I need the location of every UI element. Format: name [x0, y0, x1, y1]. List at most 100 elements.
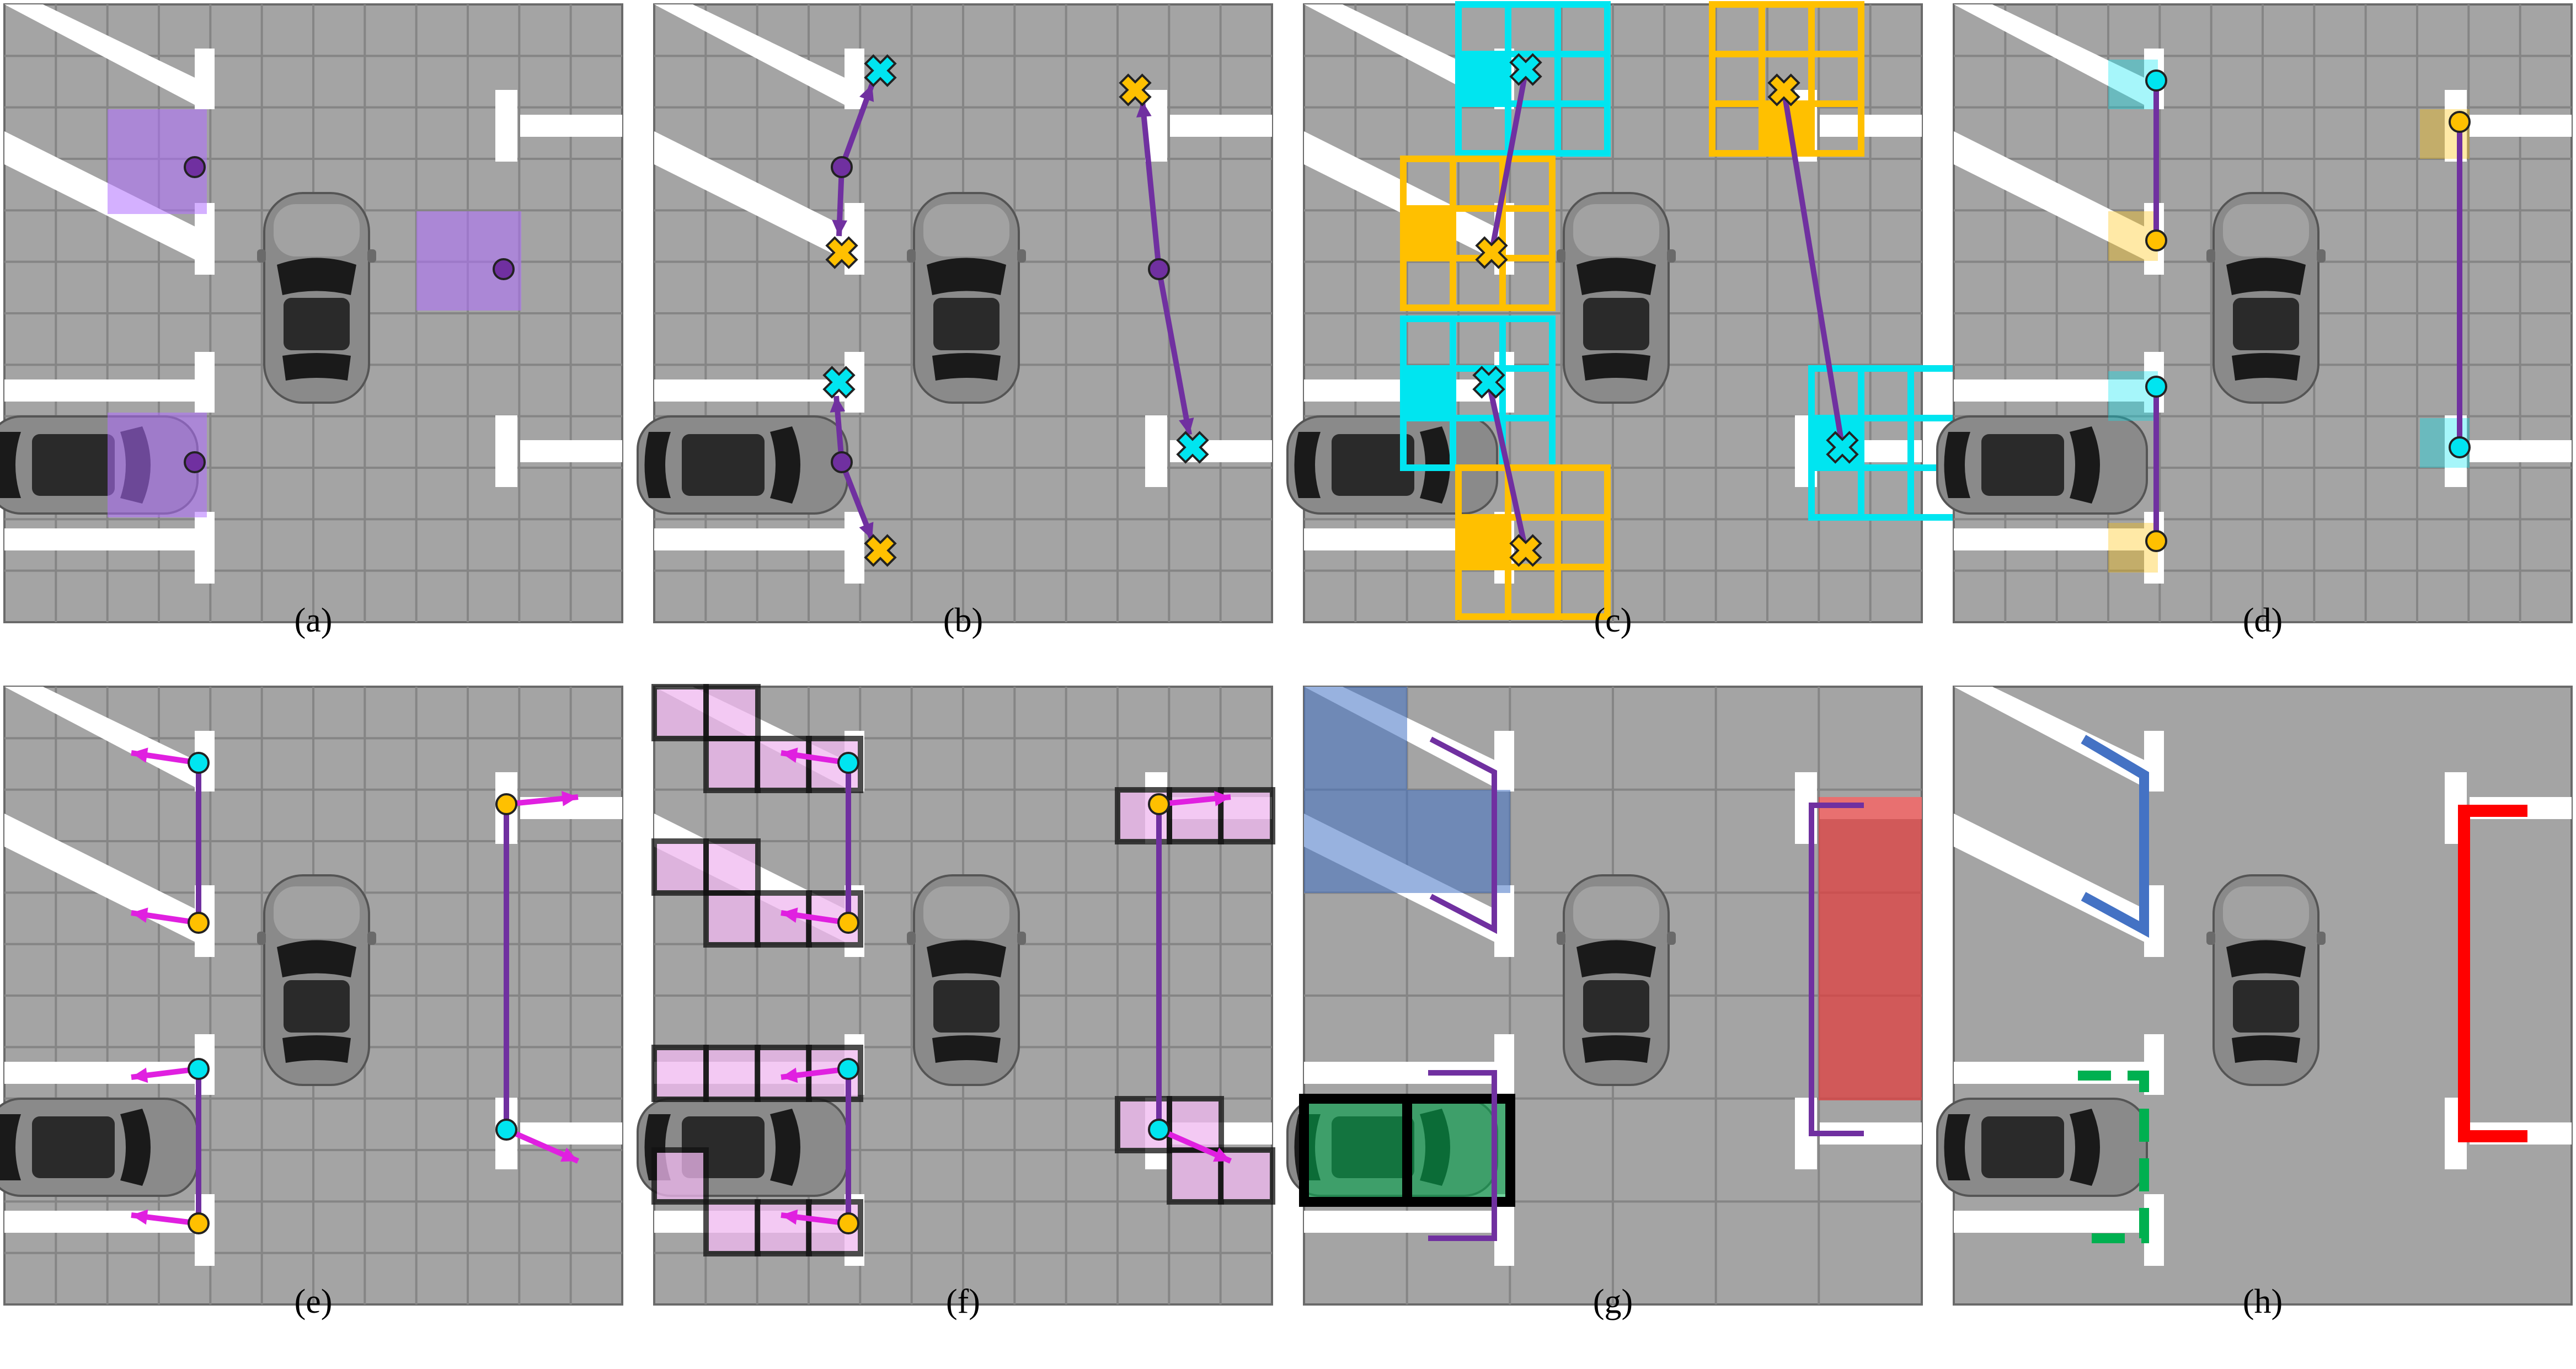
center-car	[2205, 192, 2327, 404]
offset-vector-head	[832, 220, 848, 236]
entry-point-marker	[1509, 534, 1542, 567]
parking-markings	[4, 4, 622, 584]
slot-region-blue	[1304, 687, 1407, 893]
offset-vector-head	[830, 396, 846, 413]
peak-cell	[1458, 54, 1508, 104]
center-point	[831, 156, 853, 178]
heatmap-window	[1709, 1, 1864, 157]
attention-cell	[755, 1199, 812, 1256]
heatmap-window	[1455, 1, 1611, 157]
parked-car	[0, 1098, 199, 1197]
slot-region-red	[1819, 797, 1922, 1100]
center-car	[2205, 874, 2327, 1086]
entry-point	[837, 1212, 859, 1234]
detected-slot-red	[2458, 805, 2527, 1142]
direction-arrow-head	[560, 1147, 578, 1162]
attention-cell	[703, 890, 761, 948]
attention-cell	[755, 736, 812, 793]
direction-arrow-head	[131, 1209, 148, 1225]
attention-cell	[1167, 1147, 1224, 1205]
entry-point-marker	[1176, 431, 1209, 464]
entry-point	[2145, 376, 2167, 398]
heatmap-window	[1455, 464, 1611, 620]
entry-point	[1148, 1119, 1170, 1141]
center-car	[1556, 874, 1677, 1086]
entry-point-marker	[1119, 73, 1152, 106]
panel-h	[1936, 686, 2573, 1306]
entry-point-marker	[864, 534, 897, 567]
entry-point	[837, 1058, 859, 1080]
panel-c	[1286, 1, 1964, 623]
panel-d	[1936, 3, 2573, 623]
center-point	[184, 156, 206, 178]
offset-vector	[1140, 100, 1162, 270]
entry-point	[837, 752, 859, 774]
offset-vector-head	[1179, 418, 1194, 435]
entry-point	[188, 1058, 210, 1080]
direction-arrow-head	[131, 747, 148, 763]
attention-cell	[703, 684, 761, 741]
center-car	[256, 192, 377, 404]
slot-region-outline	[1402, 1094, 1515, 1207]
direction-arrow-head	[781, 1067, 798, 1083]
direction-arrow-head	[1214, 791, 1231, 806]
pair-line	[1781, 89, 1845, 448]
parked-car	[637, 415, 848, 515]
attention-cell	[651, 1147, 709, 1205]
peak-cell	[1403, 208, 1453, 258]
peak-cell	[1403, 368, 1453, 418]
entry-point-marker	[822, 366, 856, 399]
direction-arrow-head	[131, 907, 148, 923]
attention-cell	[703, 838, 761, 896]
pair-line	[1489, 70, 1529, 253]
attention-cell	[651, 684, 709, 741]
panel-caption: (h)	[2243, 1283, 2283, 1320]
entry-point	[1148, 793, 1170, 815]
panel-b	[637, 3, 1273, 623]
attention-cell	[703, 736, 761, 793]
parking-markings	[1954, 4, 2572, 584]
center-point	[493, 258, 515, 280]
entry-point-marker	[1826, 431, 1859, 464]
entry-point	[188, 912, 210, 934]
panel-caption: (c)	[1594, 602, 1632, 639]
direction-arrow-head	[781, 747, 798, 763]
entry-point-marker	[1509, 53, 1542, 86]
detected-slot-green	[2078, 1071, 2149, 1243]
panel-caption: (a)	[295, 602, 333, 639]
slot-bracket	[1429, 736, 1497, 934]
panels	[0, 1, 2573, 1306]
entry-point	[188, 752, 210, 774]
entry-point	[2145, 69, 2167, 92]
panel-f	[637, 684, 1275, 1306]
peak-cell	[1458, 517, 1508, 567]
entry-point	[495, 793, 517, 815]
entry-point	[2145, 530, 2167, 552]
center-car	[906, 192, 1027, 404]
pair-line	[1486, 381, 1529, 552]
attention-cell	[651, 1045, 709, 1102]
panel-caption: (e)	[295, 1283, 333, 1320]
entry-point	[2449, 111, 2471, 133]
center-point	[184, 451, 206, 473]
slot-bracket	[1428, 1070, 1497, 1241]
attention-cell	[651, 838, 709, 896]
detected-slot-blue	[2081, 735, 2149, 938]
attention-cell	[806, 736, 863, 793]
parked-car	[1936, 1098, 2148, 1197]
entry-point-marker	[1472, 366, 1505, 399]
direction-arrow-head	[781, 907, 798, 923]
direction-arrow-head	[561, 791, 578, 806]
entry-point	[2145, 229, 2167, 252]
center-car	[256, 874, 377, 1086]
panel-caption: (g)	[1593, 1283, 1633, 1320]
center-car	[1556, 192, 1677, 404]
direction-arrow-head	[781, 1209, 798, 1225]
entry-point	[2449, 436, 2471, 458]
slot-bracket	[1809, 803, 1864, 1136]
center-car	[906, 874, 1027, 1086]
entry-point-marker	[1767, 73, 1800, 106]
panel-e	[0, 686, 623, 1306]
direction-arrow-head	[131, 1067, 148, 1083]
grid-lines	[654, 4, 1272, 622]
